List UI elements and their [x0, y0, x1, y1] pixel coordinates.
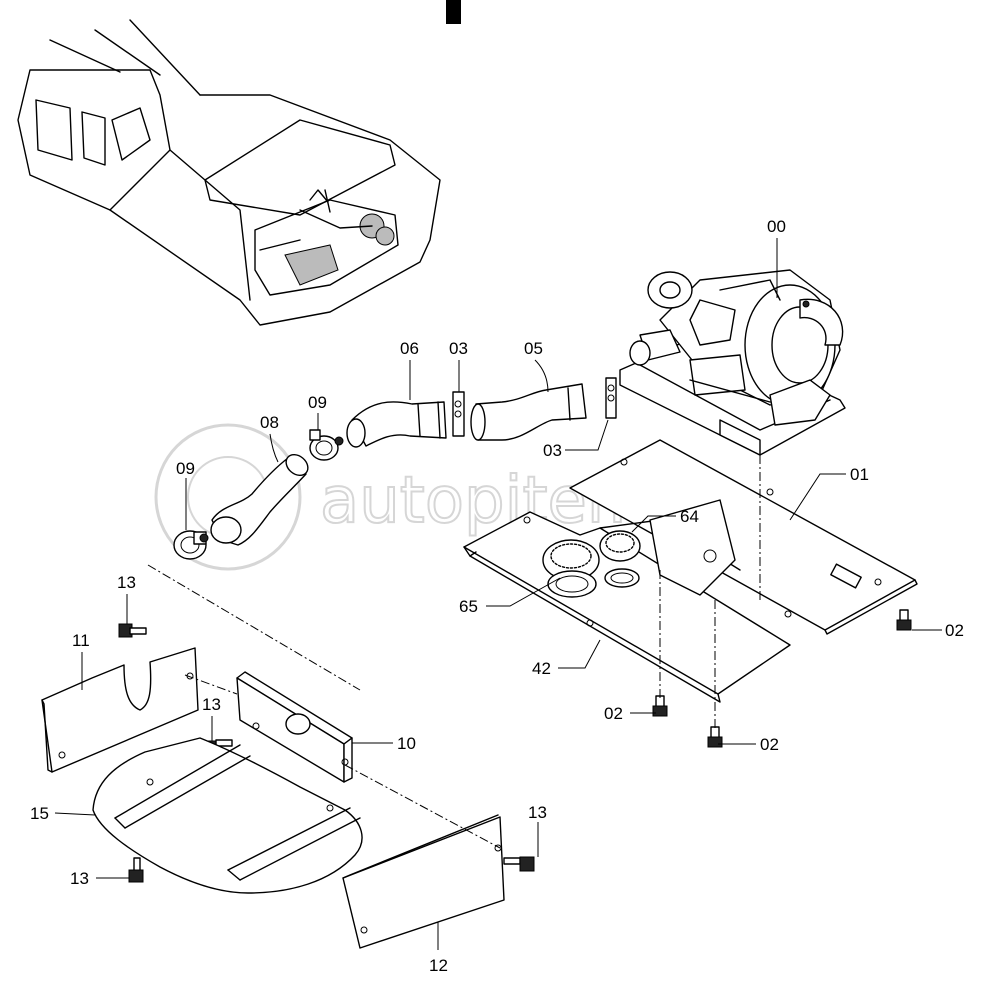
callout-13-bottom: 13 [70, 869, 89, 888]
callout-10: 10 [397, 734, 416, 753]
callout-13-mid: 13 [202, 695, 221, 714]
callout-02-lower-right: 02 [760, 735, 779, 754]
callout-02-right: 02 [945, 621, 964, 640]
hose-08 [210, 453, 309, 546]
callout-65: 65 [459, 597, 478, 616]
callout-00: 00 [767, 217, 786, 236]
callout-13-top: 13 [117, 573, 136, 592]
callout-03-side: 03 [543, 441, 562, 460]
excavator-overview [17, 19, 441, 326]
callout-11: 11 [72, 631, 90, 650]
panel-10 [236, 671, 353, 783]
panel-12 [342, 814, 505, 949]
callout-06: 06 [400, 339, 419, 358]
callout-08: 08 [260, 413, 279, 432]
clamp-09-left [173, 530, 209, 560]
clamp-09-top [309, 429, 344, 461]
page-marker [446, 0, 461, 24]
leader-lines [54, 238, 942, 950]
callout-09-left: 09 [176, 459, 195, 478]
plate-01 [569, 439, 918, 635]
heater-unit [619, 269, 846, 456]
gear-ring-64 [599, 530, 641, 588]
callout-09-top: 09 [308, 393, 327, 412]
callouts: 00 01 02 02 02 03 03 05 06 08 09 09 10 1… [30, 217, 964, 975]
bolt-13-bottom [128, 857, 144, 883]
callout-01: 01 [850, 465, 869, 484]
callout-05: 05 [524, 339, 543, 358]
panel-11 [41, 647, 199, 773]
plate-15 [92, 737, 363, 894]
bolt-13-top [118, 623, 147, 638]
clip-03-top [452, 391, 465, 437]
hose-05 [470, 383, 587, 441]
callout-02-lower-left: 02 [604, 704, 623, 723]
callout-42: 42 [532, 659, 551, 678]
callout-64: 64 [680, 507, 699, 526]
callout-03-top: 03 [449, 339, 468, 358]
gear-ring-65 [542, 539, 600, 598]
bolt-13-right [503, 856, 535, 872]
clip-03-side [605, 377, 617, 419]
callout-15: 15 [30, 804, 49, 823]
bolt-02-right [896, 609, 912, 631]
callout-12: 12 [429, 956, 448, 975]
hose-06 [346, 401, 447, 448]
callout-13-right: 13 [528, 803, 547, 822]
